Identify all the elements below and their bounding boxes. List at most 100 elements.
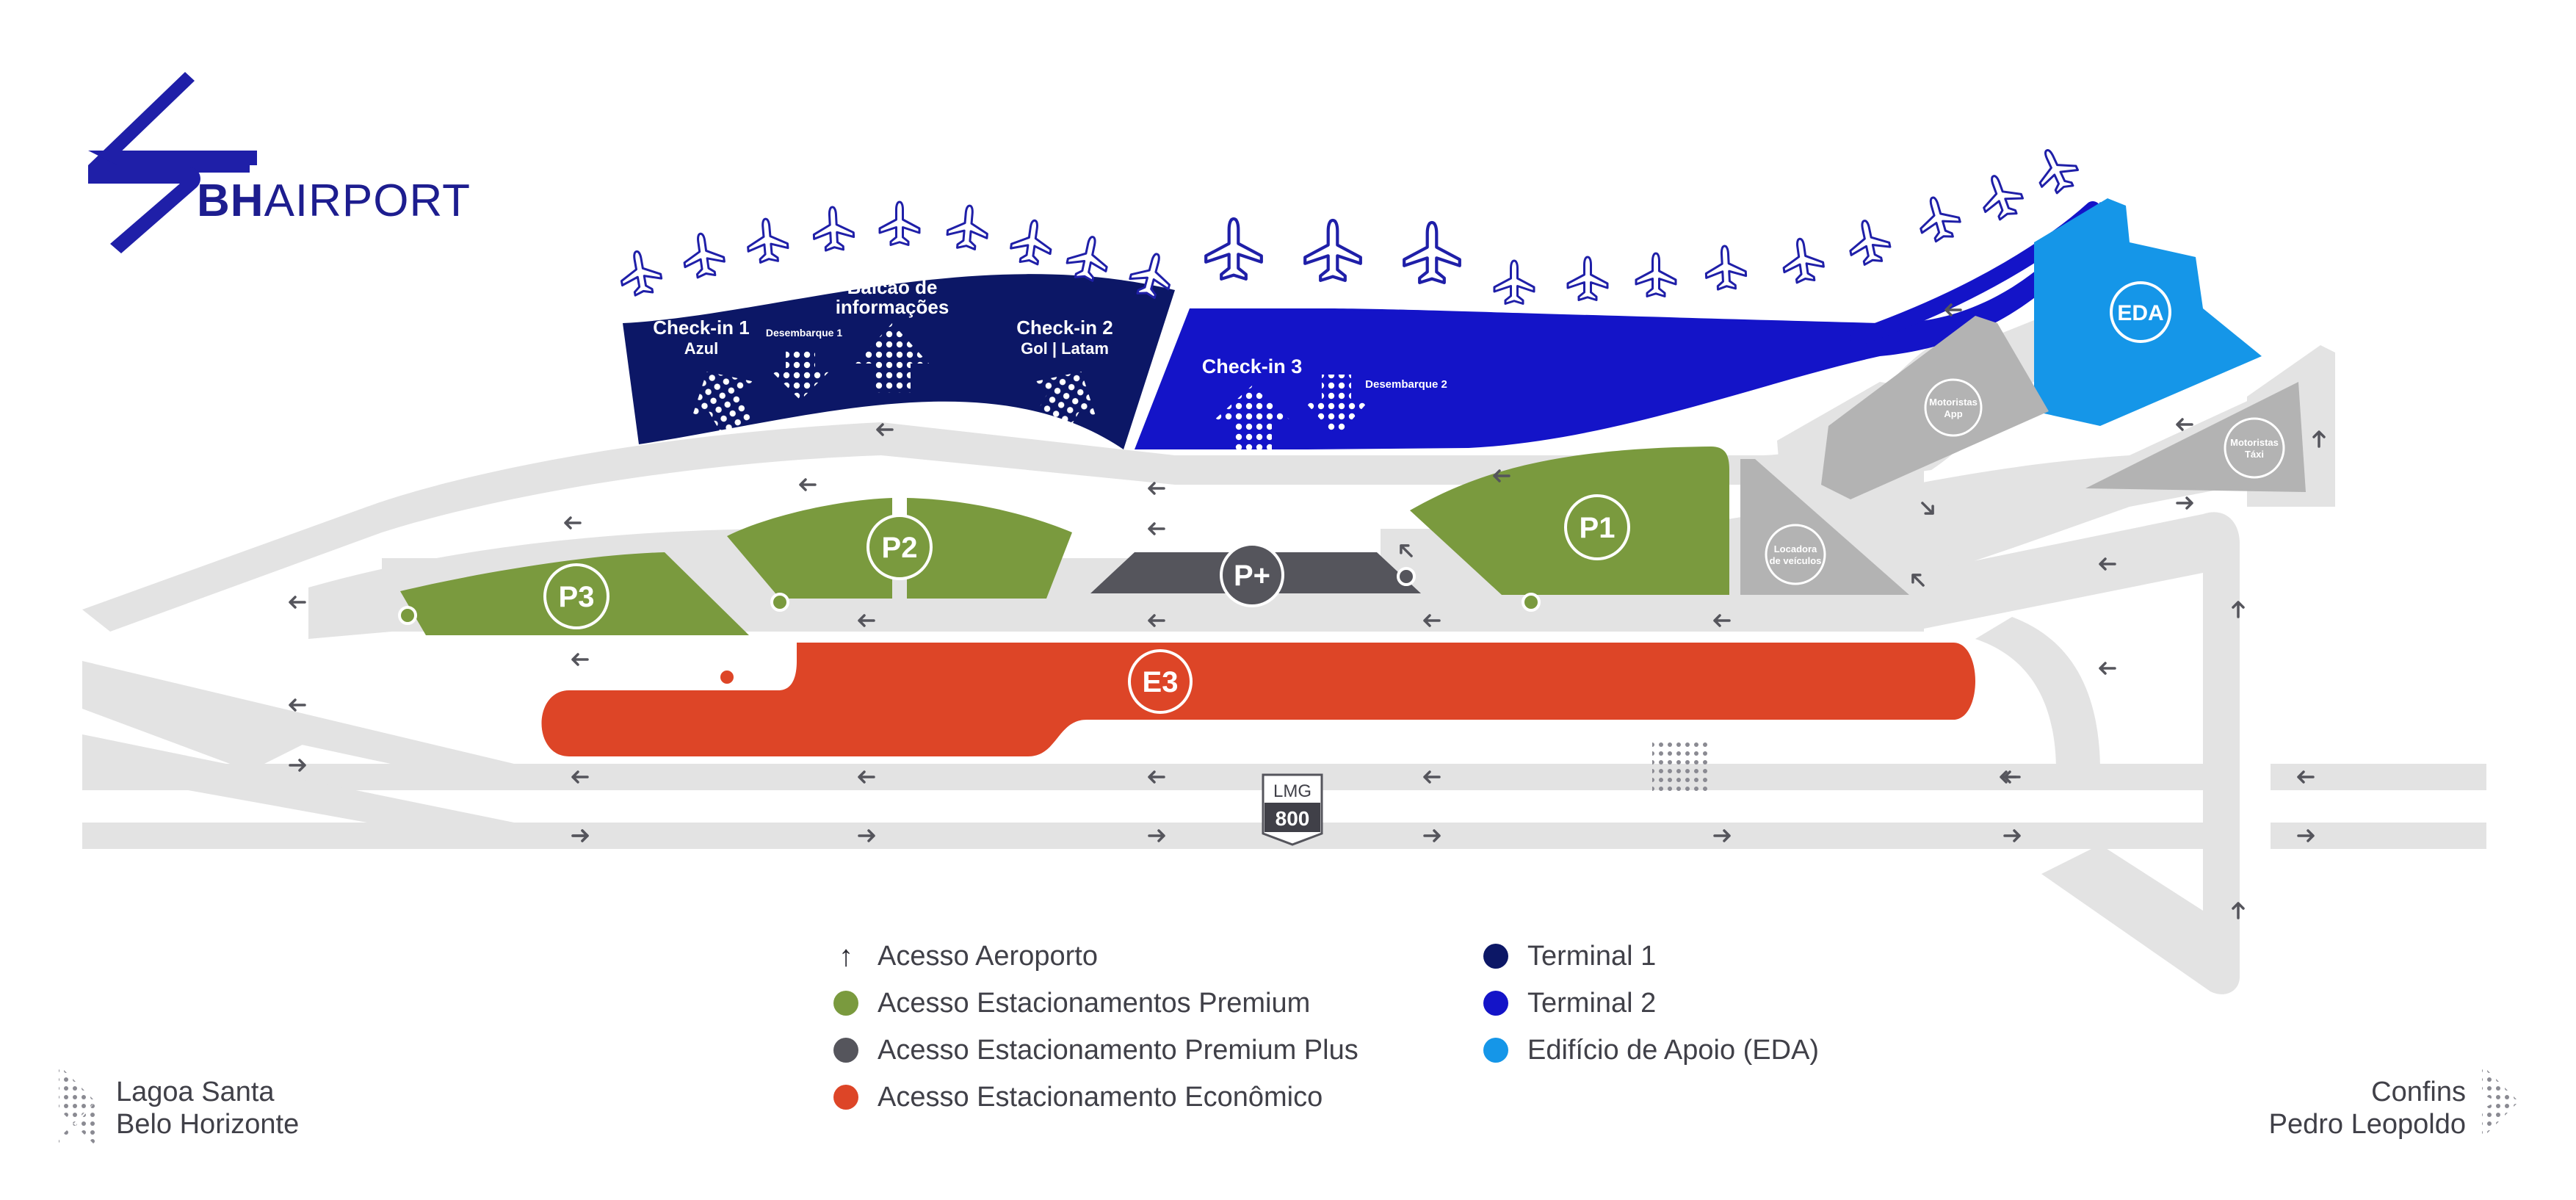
plane-icon (1007, 217, 1056, 267)
desembarque1-arrow-icon (771, 349, 830, 400)
checkin3-arrow-icon (1212, 386, 1292, 452)
motoristas-app-line2: App (1944, 408, 1962, 419)
p3-access-dot-icon[interactable] (398, 606, 417, 625)
checkin2-title: Check-in 2 (1016, 317, 1113, 339)
legend-label: Terminal 2 (1527, 987, 1657, 1019)
balcao-arrow-icon (855, 323, 929, 393)
terminal2-dot-icon (1483, 991, 1508, 1016)
desembarque2-arrow-icon (1303, 375, 1370, 437)
destination-left: Lagoa Santa Belo Horizonte (116, 1076, 299, 1141)
plane-icon (1206, 219, 1262, 279)
locadora-de-veiculos[interactable]: Locadora de veículos (1740, 459, 1909, 595)
legend-item-premium: Acesso Estacionamentos Premium (833, 980, 1358, 1027)
legend-label: Acesso Estacionamento Premium Plus (878, 1034, 1358, 1066)
pplus-label: P+ (1234, 560, 1270, 592)
parking-premium-plus[interactable]: P+ (1090, 543, 1421, 607)
logo-regular: AIRPORT (264, 176, 471, 226)
legend-col2: Terminal 1 Terminal 2 Edifício de Apoio … (1483, 933, 1819, 1074)
legend-item-premium-plus: Acesso Estacionamento Premium Plus (833, 1027, 1358, 1074)
plane-icon (1843, 215, 1894, 268)
balcao-line2: informações (836, 296, 949, 318)
arrow-up-icon: ↑ (839, 939, 853, 972)
eda-building[interactable]: EDA (2034, 198, 2262, 426)
legend-label: Acesso Estacionamento Econômico (878, 1081, 1323, 1113)
pplus-access-dot-icon[interactable] (1397, 567, 1416, 586)
motoristas-app[interactable]: Motoristas App (1821, 316, 2049, 499)
plane-icon (1493, 259, 1535, 305)
motoristas-taxi-line1: Motoristas (2230, 437, 2279, 448)
legend-item-terminal2: Terminal 2 (1483, 980, 1819, 1027)
legend-item-terminal1: Terminal 1 (1483, 933, 1819, 980)
parking-p1[interactable]: P1 (1410, 447, 1729, 612)
motoristas-taxi[interactable]: Motoristas Táxi (2085, 382, 2306, 492)
legend-item-economico: Acesso Estacionamento Econômico (833, 1074, 1358, 1121)
lmg800-shield: LMG 800 (1262, 773, 1323, 846)
legend-label: Acesso Aeroporto (878, 940, 1098, 972)
aircraft-row (615, 140, 2085, 305)
p3-label: P3 (559, 581, 595, 613)
p1-label: P1 (1580, 512, 1616, 544)
destination-left-line2: Belo Horizonte (116, 1109, 300, 1140)
plane-icon (1305, 220, 1361, 281)
crosswalk-icon (1652, 742, 1711, 793)
checkin3-title: Check-in 3 (1202, 355, 1303, 377)
plane-icon (2027, 140, 2085, 199)
legend-col1: ↑ Acesso Aeroporto Acesso Estacionamento… (833, 933, 1358, 1121)
left-chevron-icon (59, 1065, 95, 1146)
plane-icon (615, 247, 665, 299)
locadora-line1: Locadora (1774, 543, 1817, 554)
parking-p3[interactable]: P3 (398, 552, 749, 635)
legend-item-eda: Edifício de Apoio (EDA) (1483, 1027, 1819, 1074)
p2-access-dot-icon[interactable] (770, 593, 789, 612)
e3-access-dot-icon[interactable] (717, 668, 737, 687)
destination-right-line1: Confins (2371, 1077, 2466, 1107)
desembarque1-label: Desembarque 1 (766, 327, 842, 339)
terminal1-dot-icon (1483, 944, 1508, 969)
plane-icon (1912, 191, 1965, 246)
checkin1-sub: Azul (684, 339, 718, 358)
plane-icon (1635, 252, 1677, 297)
destination-right-line2: Pedro Leopoldo (2268, 1109, 2466, 1140)
checkin2-arrow-icon (1032, 372, 1097, 435)
p1-access-dot-icon[interactable] (1522, 593, 1541, 612)
eda-label: EDA (2117, 301, 2163, 325)
desembarque2-label: Desembarque 2 (1365, 378, 1447, 391)
parking-e3[interactable]: E3 (541, 643, 1976, 756)
plane-icon (744, 216, 790, 265)
plane-icon (1703, 244, 1748, 292)
logo-bold: BH (197, 176, 264, 226)
motoristas-app-line1: Motoristas (1929, 397, 1978, 408)
e3-label: E3 (1143, 666, 1179, 698)
p2-label: P2 (882, 532, 918, 564)
economico-dot-icon (833, 1085, 858, 1110)
premium-dot-icon (833, 991, 858, 1016)
checkin2-sub: Gol | Latam (1021, 339, 1109, 358)
bh-airport-logo (88, 72, 257, 253)
destination-right: Confins Pedro Leopoldo (2269, 1076, 2466, 1141)
locadora-line2: de veículos (1770, 555, 1822, 566)
plane-icon (679, 230, 728, 281)
legend-label: Acesso Estacionamentos Premium (878, 987, 1311, 1019)
legend-label: Terminal 1 (1527, 940, 1657, 972)
checkin1-arrow-icon (691, 372, 756, 435)
logo-wordmark: BHAIRPORT (197, 175, 471, 227)
balcao-line1: Balcão de (847, 276, 938, 298)
terminal-1[interactable]: Check-in 1 Azul Desembarque 1 Balcão de … (623, 274, 1175, 449)
legend-item-acesso-aeroporto: ↑ Acesso Aeroporto (833, 933, 1358, 980)
plane-icon (1404, 223, 1460, 283)
lmg-label: LMG (1273, 781, 1311, 801)
destination-left-line1: Lagoa Santa (116, 1077, 275, 1107)
premium-plus-dot-icon (833, 1038, 858, 1063)
lmg-number: 800 (1276, 807, 1310, 830)
checkin1-title: Check-in 1 (653, 317, 750, 339)
plane-icon (945, 203, 991, 252)
legend-label: Edifício de Apoio (EDA) (1527, 1034, 1820, 1066)
right-chevron-icon (2482, 1065, 2519, 1138)
plane-icon (878, 200, 921, 246)
plane-icon (811, 205, 855, 253)
plane-icon (1973, 168, 2028, 225)
plane-icon (1566, 256, 1609, 301)
motoristas-taxi-line2: Táxi (2245, 449, 2264, 460)
parking-p2[interactable]: P2 (727, 498, 1072, 612)
